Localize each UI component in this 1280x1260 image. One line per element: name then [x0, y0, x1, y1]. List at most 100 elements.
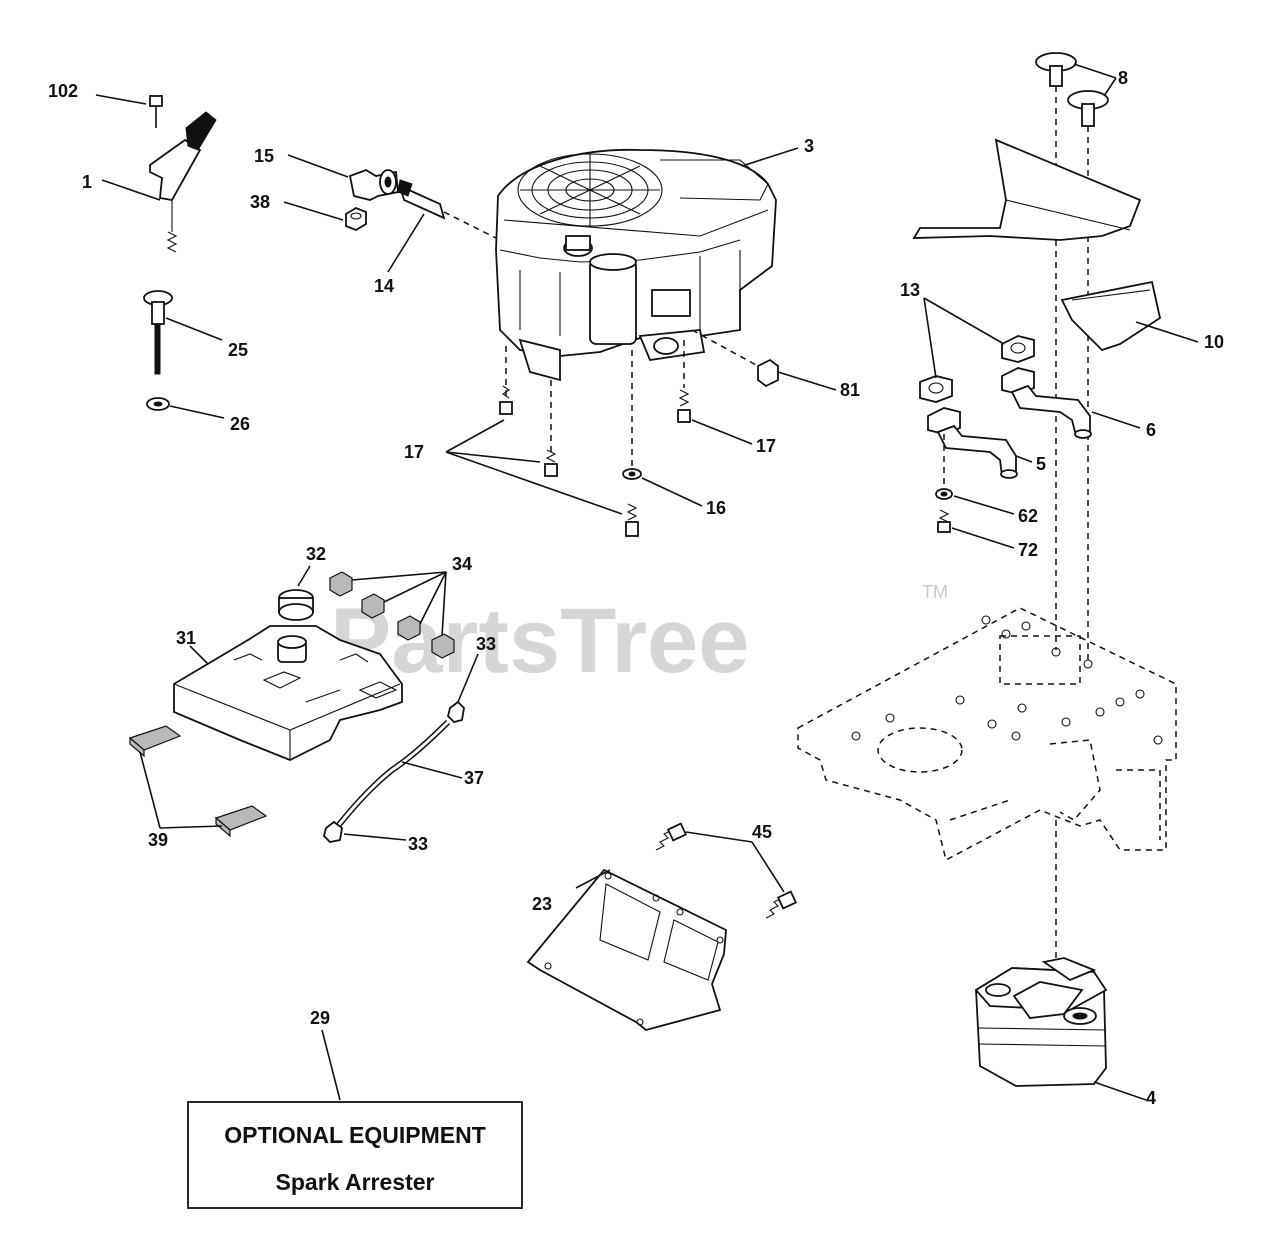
- leader-13-1: [923, 297, 1005, 345]
- leader-32: [297, 565, 311, 587]
- leader-34-4: [441, 571, 447, 637]
- clamp-33-lower[interactable]: [323, 820, 343, 843]
- leader-39-2: [159, 825, 223, 829]
- leader-38: [283, 201, 344, 221]
- callout-26: 26: [230, 414, 250, 434]
- callout-4: 4: [1146, 1088, 1156, 1108]
- callout-62: 62: [1018, 506, 1038, 526]
- callout-16: 16: [706, 498, 726, 518]
- exhaust-pipe-6-part[interactable]: [1001, 367, 1092, 439]
- screw-45-lower[interactable]: [765, 890, 798, 919]
- leader-23: [575, 869, 611, 889]
- callout-32: 32: [306, 544, 326, 564]
- callout-23: 23: [532, 894, 552, 914]
- bolt-17-middle[interactable]: [544, 380, 558, 477]
- washer-26-part[interactable]: [146, 397, 170, 411]
- mount-plate-part[interactable]: [526, 868, 727, 1031]
- fitting-81-part[interactable]: [691, 329, 779, 388]
- cap-part[interactable]: [278, 589, 314, 621]
- dipstick-part[interactable]: [143, 290, 173, 375]
- callout-13: 13: [900, 280, 920, 300]
- pad-39-upper[interactable]: [128, 725, 182, 758]
- leader-13-2: [923, 297, 937, 379]
- fuel-tank-part[interactable]: [173, 625, 403, 761]
- leader-17a-3: [445, 451, 623, 515]
- leader-81: [777, 371, 837, 391]
- callout-1: 1: [82, 172, 92, 192]
- callout-33b: 33: [408, 834, 428, 854]
- screw-45-upper[interactable]: [655, 822, 688, 851]
- callout-33a: 33: [476, 634, 496, 654]
- optional-equipment-box[interactable]: OPTIONAL EQUIPMENT Spark Arrester: [187, 1101, 523, 1209]
- engine-part[interactable]: [495, 148, 777, 382]
- clamp-33-upper[interactable]: [447, 700, 465, 723]
- muffler-part[interactable]: [974, 820, 1108, 1087]
- callout-17a: 17: [404, 442, 424, 462]
- callout-72: 72: [1018, 540, 1038, 560]
- watermark-text: PartsTree: [330, 590, 749, 692]
- callout-3: 3: [804, 136, 814, 156]
- watermark-trademark: TM: [922, 582, 948, 602]
- optional-equipment-subtitle: Spark Arrester: [276, 1169, 435, 1195]
- leader-33a: [457, 653, 479, 703]
- bolt-17-lower[interactable]: [625, 350, 639, 537]
- nut-part[interactable]: [345, 206, 367, 232]
- callout-39: 39: [148, 830, 168, 850]
- callout-31: 31: [176, 628, 196, 648]
- gasket-13-right[interactable]: [1001, 335, 1035, 363]
- callout-29: 29: [310, 1008, 330, 1028]
- bolt-8-upper[interactable]: [1035, 52, 1077, 650]
- gasket-13-left[interactable]: [919, 375, 953, 403]
- leader-33b: [343, 833, 407, 841]
- leader-1: [101, 179, 161, 201]
- pad-34-a[interactable]: [329, 571, 353, 597]
- leader-14: [387, 213, 425, 273]
- callout-102: 102: [48, 81, 78, 101]
- callout-25: 25: [228, 340, 248, 360]
- callout-8: 8: [1118, 68, 1128, 88]
- leader-10: [1135, 321, 1199, 343]
- leader-4: [1093, 1081, 1147, 1101]
- frame-plate-reference: [797, 607, 1177, 862]
- leader-37: [401, 761, 463, 779]
- bolt-72-part[interactable]: [937, 509, 951, 533]
- pad-34-b[interactable]: [361, 593, 385, 619]
- exhaust-pipe-5-part[interactable]: [927, 407, 1018, 488]
- callout-34: 34: [452, 554, 472, 574]
- callout-45: 45: [752, 822, 772, 842]
- leader-8-1: [1073, 63, 1117, 79]
- bolt-17-right[interactable]: [677, 340, 691, 423]
- leader-5: [1015, 455, 1033, 463]
- leader-17a-2: [445, 451, 541, 463]
- leader-17a-1: [445, 419, 505, 453]
- leader-8-2: [1103, 77, 1117, 97]
- leader-25: [165, 317, 223, 341]
- leader-102: [95, 94, 147, 105]
- fuel-line-part[interactable]: [335, 719, 451, 828]
- callout-10: 10: [1204, 332, 1224, 352]
- leader-15: [287, 154, 349, 178]
- elbow-fitting-part[interactable]: [348, 169, 399, 201]
- callout-14: 14: [374, 276, 394, 296]
- leader-31: [189, 645, 209, 665]
- throttle-control-part[interactable]: [149, 95, 217, 253]
- bolt-17-left[interactable]: [499, 346, 513, 415]
- leader-26: [169, 405, 225, 419]
- heat-shield-part[interactable]: [912, 138, 1162, 352]
- leader-72: [951, 527, 1015, 549]
- pad-34-c[interactable]: [397, 615, 421, 641]
- leader-16: [641, 477, 703, 507]
- leader-34-3: [419, 571, 447, 625]
- leader-62: [953, 495, 1015, 515]
- washer-16-part[interactable]: [622, 468, 642, 480]
- washer-62-part[interactable]: [935, 488, 953, 500]
- pad-34-d[interactable]: [431, 633, 455, 659]
- callout-81: 81: [840, 380, 860, 400]
- callout-38: 38: [250, 192, 270, 212]
- leader-45-2: [751, 841, 785, 893]
- pad-39-lower[interactable]: [214, 805, 268, 838]
- tube-part[interactable]: [397, 179, 501, 241]
- callout-17b: 17: [756, 436, 776, 456]
- leader-45-1: [685, 831, 753, 843]
